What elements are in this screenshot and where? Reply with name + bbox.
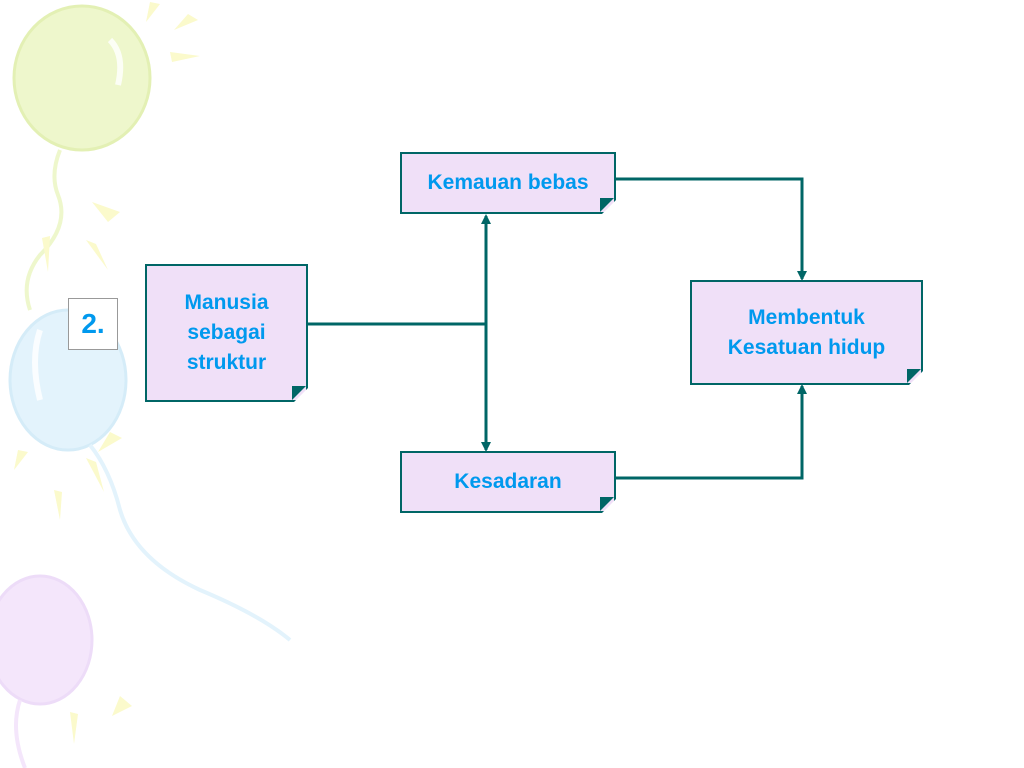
page-fold-icon (600, 497, 614, 511)
node-kemauan-bebas: Kemauan bebas (400, 152, 616, 214)
page-fold-icon (292, 386, 306, 400)
purple-balloon-icon (0, 574, 94, 768)
sparkle-rays-icon (14, 2, 200, 744)
slide-number-label: 2. (81, 308, 105, 339)
node-kemauan-label: Kemauan bebas (427, 171, 589, 194)
node-kesadaran-label: Kesadaran (454, 470, 562, 493)
connector-kemauan-to-membentuk (615, 177, 807, 281)
connector-kesadaran-to-membentuk (615, 384, 807, 480)
node-manusia-label: Manusia sebagai struktur (184, 291, 269, 374)
node-kesadaran: Kesadaran (400, 451, 616, 513)
slide-number-box: 2. (68, 298, 118, 350)
page-fold-icon (600, 198, 614, 212)
page-fold-icon (907, 369, 921, 383)
node-membentuk-label: Membentuk Kesatuan hidup (727, 305, 886, 359)
node-membentuk-kesatuan-hidup: Membentuk Kesatuan hidup (690, 280, 923, 385)
node-manusia-sebagai-struktur: Manusia sebagai struktur (145, 264, 308, 402)
green-balloon-icon (12, 4, 152, 311)
